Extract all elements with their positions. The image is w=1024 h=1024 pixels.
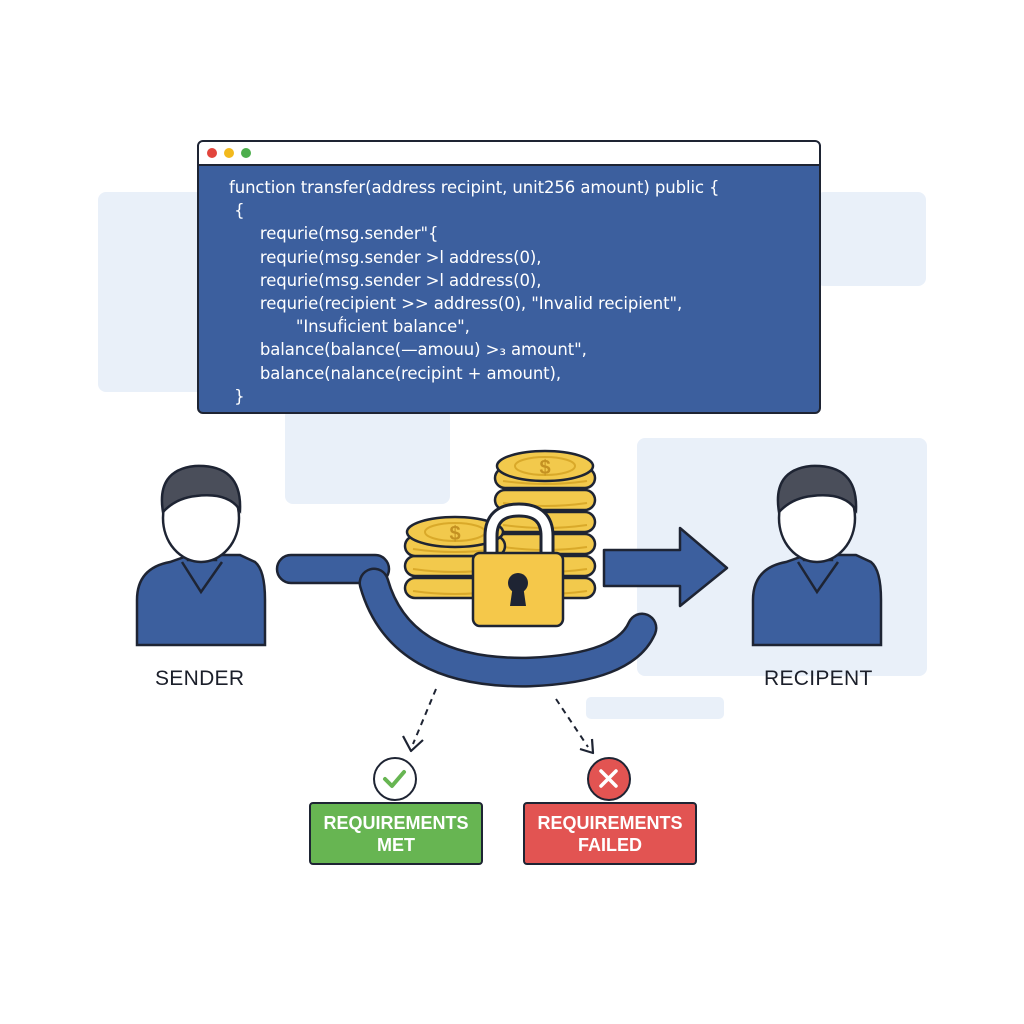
code-line: } bbox=[229, 386, 245, 406]
close-dot-icon[interactable] bbox=[207, 148, 217, 158]
coin-stack-tall-icon: $ bbox=[493, 449, 597, 600]
svg-text:$: $ bbox=[449, 523, 460, 545]
code-line: balance(nalance(recipint + amount), bbox=[229, 363, 562, 383]
recipient-label: RECIPENT bbox=[764, 667, 873, 690]
background-panel-small bbox=[586, 697, 724, 719]
arrow-right-icon bbox=[602, 526, 729, 608]
code-line: requrie(msg.sender"{ bbox=[229, 224, 439, 244]
code-line: { bbox=[229, 201, 245, 221]
code-line: balance(balance(—amouu) >₃ amount", bbox=[229, 340, 587, 360]
requirements-failed-badge: REQUIREMENTS FAILED bbox=[523, 802, 697, 865]
code-line: requrie(msg.sender >l address(0), bbox=[229, 270, 542, 290]
check-icon bbox=[373, 757, 417, 801]
status-met-line2: MET bbox=[377, 834, 415, 855]
padlock-icon bbox=[471, 502, 565, 628]
status-failed-line2: FAILED bbox=[577, 834, 642, 855]
svg-text:$: $ bbox=[539, 457, 550, 479]
background-panel-middle bbox=[285, 408, 450, 504]
dashed-connector-right bbox=[555, 698, 595, 755]
status-met-line1: REQUIREMENTS bbox=[323, 812, 469, 833]
sender-label: SENDER bbox=[155, 667, 245, 690]
maximize-dot-icon[interactable] bbox=[241, 148, 251, 158]
cross-icon bbox=[587, 757, 631, 801]
recipient-avatar-icon bbox=[751, 464, 883, 647]
code-window: function transfer(address recipint, unit… bbox=[197, 140, 821, 414]
background-panel-right bbox=[816, 192, 926, 286]
code-line: function transfer(address recipint, unit… bbox=[229, 178, 720, 197]
window-titlebar bbox=[199, 142, 819, 166]
code-line: requrie(recipient >> address(0), "Invali… bbox=[229, 294, 683, 314]
code-line: "Insuf́icient balance", bbox=[229, 317, 470, 337]
status-failed-line1: REQUIREMENTS bbox=[537, 812, 683, 833]
sender-avatar-icon bbox=[135, 464, 267, 647]
code-line: requrie(msg.sender >l address(0), bbox=[229, 247, 542, 267]
dashed-connector-left bbox=[402, 688, 437, 753]
code-body: function transfer(address recipint, unit… bbox=[199, 166, 819, 408]
transfer-path-band bbox=[275, 553, 658, 688]
minimize-dot-icon[interactable] bbox=[224, 148, 234, 158]
background-panel-left bbox=[98, 192, 204, 392]
requirements-met-badge: REQUIREMENTS MET bbox=[309, 802, 483, 865]
